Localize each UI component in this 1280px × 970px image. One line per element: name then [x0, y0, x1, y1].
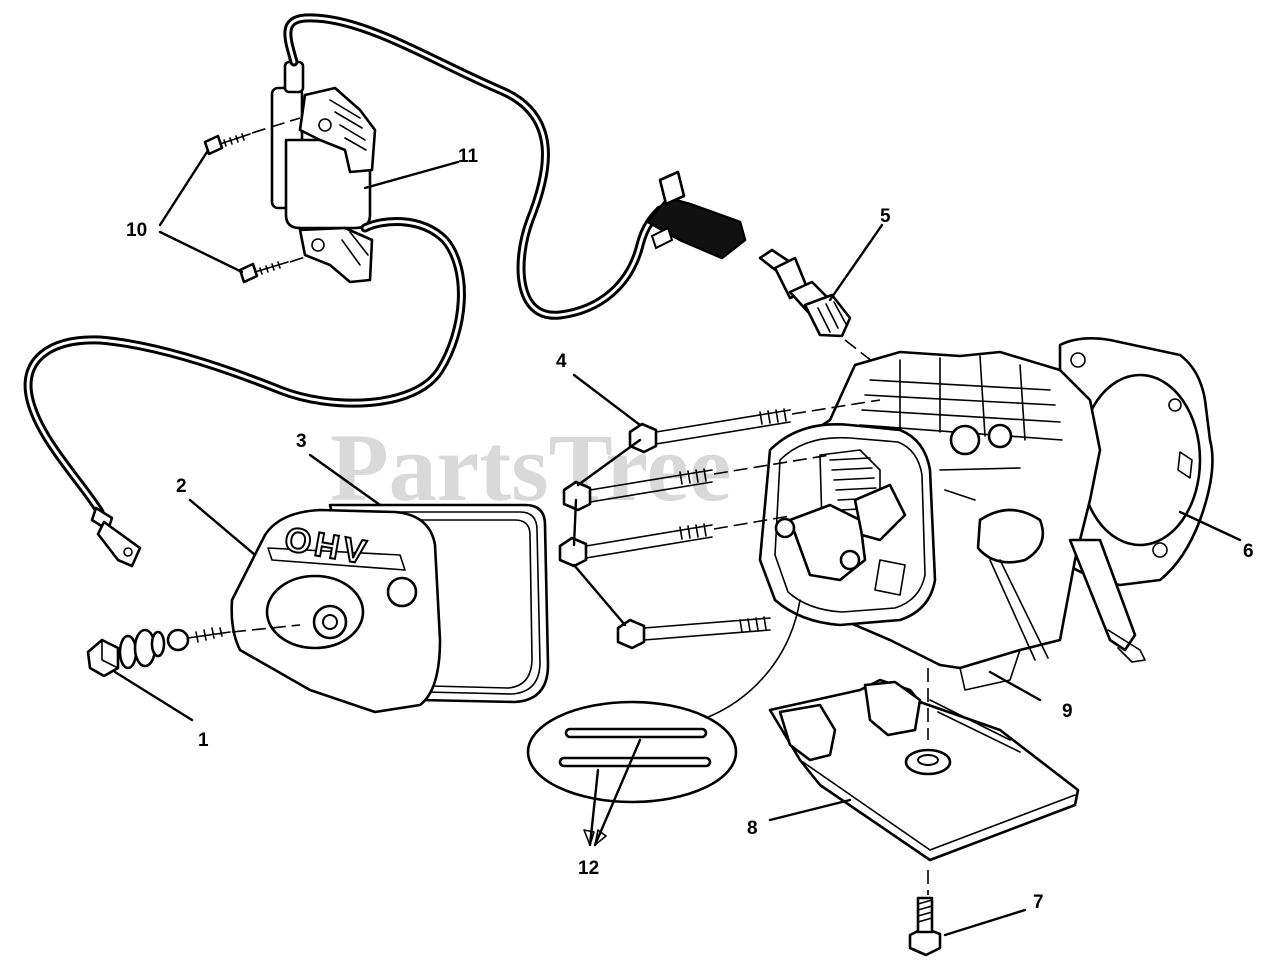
callout-10[interactable]: 10	[126, 220, 147, 241]
head-bolt-2[interactable]	[562, 454, 831, 512]
callout-4[interactable]: 4	[556, 351, 567, 372]
callout-7[interactable]: 7	[1033, 892, 1044, 913]
callout-1[interactable]: 1	[198, 730, 209, 751]
valve-cover[interactable]: OHV	[230, 508, 442, 714]
push-rods-detail[interactable]	[526, 599, 801, 804]
head-bolt-1[interactable]	[628, 399, 881, 454]
ignition-coil[interactable]	[270, 60, 377, 284]
leader-lines	[113, 150, 1242, 937]
coil-screw-top[interactable]	[203, 117, 301, 156]
callout-labels: 1 2 3 4 5 6 7 8 9 10 11 12	[126, 146, 1254, 913]
head-bolt-3[interactable]	[558, 515, 791, 568]
head-gasket[interactable]	[1058, 337, 1214, 587]
spark-plug-boot[interactable]	[646, 170, 747, 260]
callout-5[interactable]: 5	[880, 206, 891, 227]
callout-9[interactable]: 9	[1062, 701, 1073, 722]
shield-screw[interactable]	[908, 896, 942, 957]
callout-6[interactable]: 6	[1243, 541, 1254, 562]
cover-bolt[interactable]	[86, 624, 301, 678]
coil-screw-bottom[interactable]	[238, 256, 306, 284]
head-bolt-4[interactable]	[616, 616, 771, 650]
callout-11[interactable]: 11	[458, 146, 479, 167]
ignition-lead-wire[interactable]	[283, 13, 665, 320]
callout-8[interactable]: 8	[747, 818, 758, 839]
callout-3[interactable]: 3	[296, 431, 307, 452]
ground-wire[interactable]	[23, 217, 466, 568]
heat-shield[interactable]	[768, 678, 1080, 862]
callout-2[interactable]: 2	[176, 476, 187, 497]
watermark-text: PartsTree	[330, 414, 732, 521]
callout-12[interactable]: 12	[578, 858, 599, 879]
rocker-area[interactable]	[758, 423, 937, 627]
